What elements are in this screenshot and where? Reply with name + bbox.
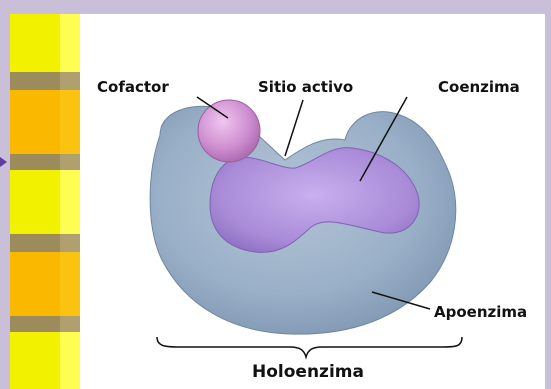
holoenzima-brace: [157, 337, 462, 357]
holoenzima-label: Holoenzima: [252, 362, 364, 382]
coenzima-label: Coenzima: [438, 78, 520, 96]
apoenzima-label: Apoenzima: [434, 303, 527, 321]
sitio-activo-label: Sitio activo: [258, 78, 353, 96]
cofactor-sphere: [198, 100, 260, 162]
cofactor-label: Cofactor: [97, 78, 169, 96]
sitio-activo-leader-line: [285, 100, 303, 156]
